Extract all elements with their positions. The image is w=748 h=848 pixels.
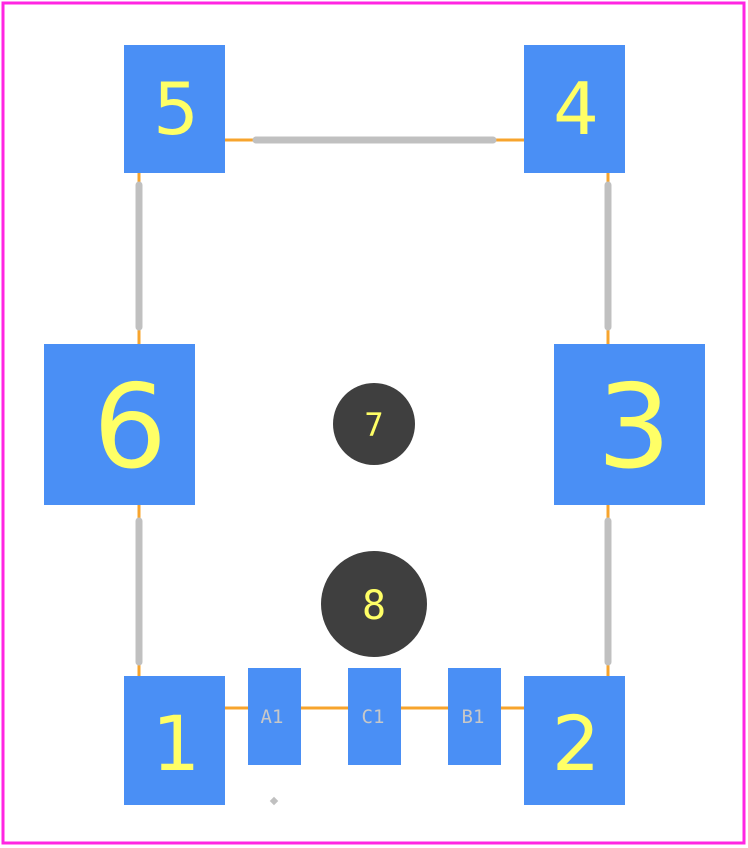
pad-1-shape [124,676,225,805]
hole-7-label: 7 [364,406,383,444]
pad-1: 1 [124,676,225,805]
silkscreen [135,136,612,666]
hole-8-shape [321,551,427,657]
pad-3: 3 [554,344,705,505]
pad-c1-label: C1 [362,706,385,728]
pad-5-label: 5 [153,67,199,151]
pad-6-label: 6 [93,360,167,495]
pad-4-label: 4 [553,67,599,151]
hole-8-label: 8 [362,583,386,629]
hole-7-shape [333,383,415,465]
pad-a1: A1 [248,668,301,765]
pad-6: 6 [44,344,195,505]
pad-c1: C1 [348,668,401,765]
pad-b1: B1 [448,668,501,765]
pad-6-shape [44,344,195,505]
origin-marker [269,796,279,806]
pad-5-shape [124,45,225,173]
pad-b1-label: B1 [462,706,485,728]
pad-3-shape [554,344,705,505]
pad-5: 5 [124,45,225,173]
hole-8: 8 [321,551,427,657]
pad-4-shape [524,45,625,173]
origin-marker-dot [269,796,279,806]
pad-1-label: 1 [152,699,200,788]
pad-c1-shape [348,668,401,765]
pad-2-label: 2 [552,699,600,788]
pad-a1-shape [248,668,301,765]
pad-a1-label: A1 [261,706,284,728]
pad-4: 4 [524,45,625,173]
hole-7: 7 [333,383,415,465]
pad-2: 2 [524,676,625,805]
pad-2-shape [524,676,625,805]
pad-b1-shape [448,668,501,765]
pad-3-label: 3 [597,360,671,495]
